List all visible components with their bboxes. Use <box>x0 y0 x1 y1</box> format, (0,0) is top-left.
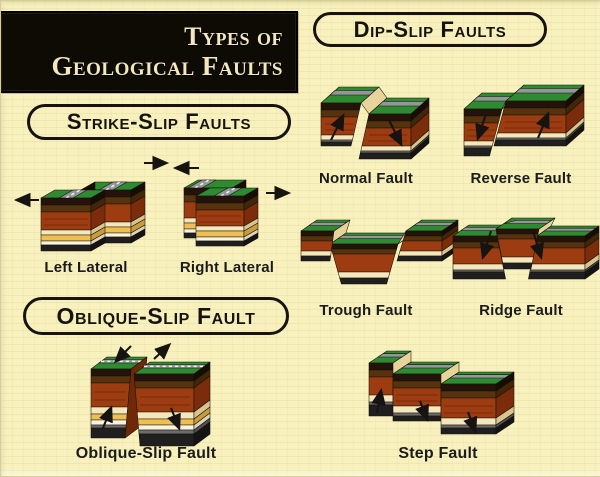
section-label-strike-slip: Strike-Slip Faults <box>27 104 291 140</box>
up-movement-arrow <box>535 111 550 139</box>
ridge-fault-diagram <box>452 217 600 280</box>
raised-center-block <box>495 217 556 270</box>
step-fault-diagram <box>368 350 515 435</box>
right-lateral-diagram <box>172 160 292 247</box>
oblique-movement-arrow <box>153 342 172 360</box>
caption-step-fault: Step Fault <box>398 445 478 462</box>
title-box: Types of Geological Faults <box>1 11 298 93</box>
caption-ridge-fault: Ridge Fault <box>479 302 563 319</box>
caption-right-lateral: Right Lateral <box>179 259 275 276</box>
caption-normal-fault: Normal Fault <box>318 170 414 187</box>
down-movement-arrow <box>529 230 545 261</box>
section-label-dip-slip: Dip-Slip Faults <box>313 12 547 47</box>
down-movement-arrow <box>415 400 429 422</box>
section-label-oblique-slip: Oblique-Slip Fault <box>23 297 289 335</box>
near-block <box>195 187 259 247</box>
normal-fault-diagram <box>320 86 430 160</box>
down-movement-arrow <box>167 407 181 431</box>
caption-left-lateral: Left Lateral <box>44 259 128 276</box>
down-movement-arrow <box>475 113 490 141</box>
down-movement-arrow <box>388 119 403 147</box>
left-block <box>300 219 351 262</box>
caption-oblique-slip-fault: Oblique-Slip Fault <box>75 445 217 462</box>
title-line-1: Types of <box>184 22 283 52</box>
trough-fault-diagram <box>300 219 459 285</box>
caption-reverse-fault: Reverse Fault <box>470 170 572 187</box>
left-lateral-diagram <box>13 155 170 252</box>
near-block <box>40 189 106 252</box>
oblique-movement-arrow <box>113 345 132 364</box>
upthrown-block <box>493 84 585 147</box>
up-movement-arrow <box>330 113 345 141</box>
up-movement-arrow <box>371 387 386 414</box>
downthrown-block <box>358 97 430 160</box>
right-block <box>133 361 211 447</box>
down-movement-arrow <box>479 230 495 261</box>
down-movement-arrow <box>463 411 478 434</box>
caption-trough-fault: Trough Fault <box>319 302 413 319</box>
bottom-step-block <box>440 371 515 435</box>
right-block <box>396 219 459 262</box>
right-block <box>528 225 600 280</box>
oblique-slip-diagram <box>90 342 211 447</box>
title-line-2: Geological Faults <box>51 51 283 82</box>
up-movement-arrow <box>99 405 113 429</box>
reverse-fault-diagram <box>463 84 585 157</box>
